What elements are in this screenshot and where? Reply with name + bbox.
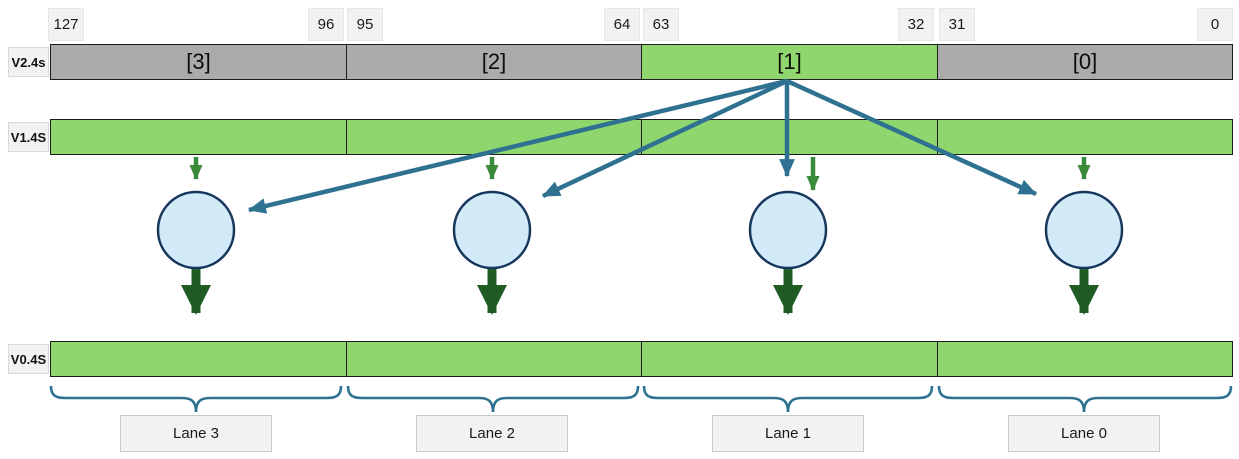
register-v2-segment-0: [0]: [937, 45, 1232, 79]
bit-index-0: 0: [1197, 8, 1233, 41]
register-v2-segment-2: [2]: [346, 45, 641, 79]
register-v1-segment-1: [641, 120, 937, 154]
register-v0-name: V0.4S: [8, 344, 49, 374]
register-v1-segment-2: [346, 120, 641, 154]
bit-index-31: 31: [939, 8, 975, 41]
bit-index-127: 127: [48, 8, 84, 41]
bit-index-32: 32: [898, 8, 934, 41]
register-v1-segment-0: [937, 120, 1232, 154]
register-v2-segment-3: [3]: [51, 45, 346, 79]
register-v0-segment-0: [937, 342, 1232, 376]
register-v2-segment-1-highlighted: [1]: [641, 45, 937, 79]
lane1-brace: [642, 385, 934, 413]
bit-index-64: 64: [604, 8, 640, 41]
bit-index-63: 63: [643, 8, 679, 41]
register-v2-name: V2.4s: [8, 47, 49, 77]
lane3-label: Lane 3: [120, 415, 272, 452]
operation-node-lane0: [1044, 190, 1124, 270]
operation-node-lane1: [748, 190, 828, 270]
lane2-brace: [346, 385, 640, 413]
lane1-label: Lane 1: [712, 415, 864, 452]
lane2-label: Lane 2: [416, 415, 568, 452]
register-v0-segment-3: [51, 342, 346, 376]
bit-index-96: 96: [308, 8, 344, 41]
register-v1-segment-3: [51, 120, 346, 154]
register-v0-segment-1: [641, 342, 937, 376]
register-v1-row: [50, 119, 1233, 155]
register-v1-name: V1.4S: [8, 122, 49, 152]
bit-index-95: 95: [347, 8, 383, 41]
register-v0-row: [50, 341, 1233, 377]
register-v2-row: [3] [2] [1] [0]: [50, 44, 1233, 80]
lane0-label: Lane 0: [1008, 415, 1160, 452]
register-v0-segment-2: [346, 342, 641, 376]
lane0-brace: [937, 385, 1233, 413]
operation-node-lane3: [156, 190, 236, 270]
lane3-brace: [49, 385, 343, 413]
operation-node-lane2: [452, 190, 532, 270]
